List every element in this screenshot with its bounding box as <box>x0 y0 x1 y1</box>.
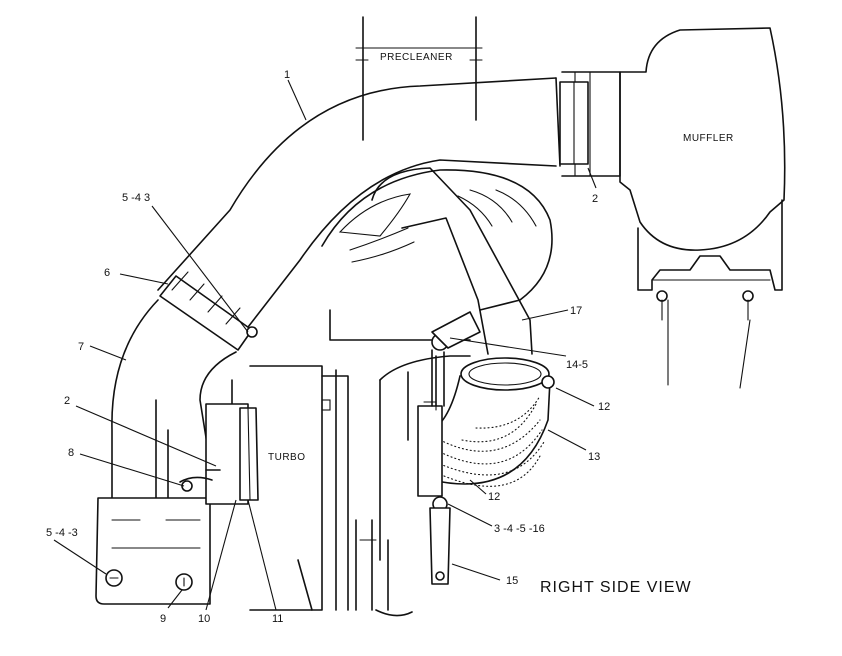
callout-7: 7 <box>78 341 84 353</box>
support-bracket <box>417 311 481 585</box>
turbo-label: TURBO <box>268 452 306 463</box>
callout-13: 13 <box>588 451 600 463</box>
callouts: 1 2 5 -4 3 6 7 17 14-5 12 2 8 13 12 3 -4… <box>46 69 610 625</box>
callout-8: 8 <box>68 447 74 459</box>
precleaner-label: PRECLEANER <box>380 52 453 63</box>
exhaust-elbow-13 <box>379 355 555 561</box>
callout-6: 6 <box>104 267 110 279</box>
callout-12-lower: 12 <box>488 491 500 503</box>
callout-5-4-3-upper: 5 -4 3 <box>122 192 150 204</box>
elbow-stipple <box>439 395 545 487</box>
exhaust-elbow-tube <box>157 77 589 341</box>
callout-2-muffler: 2 <box>592 193 598 205</box>
callout-10: 10 <box>198 613 210 625</box>
callout-11: 11 <box>272 613 283 625</box>
clamp-6 <box>159 271 258 351</box>
callout-12-upper: 12 <box>598 401 610 413</box>
callout-17: 17 <box>570 305 582 317</box>
callout-1: 1 <box>284 69 290 81</box>
callout-15: 15 <box>506 575 518 587</box>
view-title: RIGHT SIDE VIEW <box>540 579 692 596</box>
callout-9: 9 <box>160 613 166 625</box>
muffler: MUFFLER <box>561 27 786 389</box>
muffler-label: MUFFLER <box>683 133 734 144</box>
precleaner: PRECLEANER <box>355 16 483 141</box>
turbine-wheel-housing <box>321 169 553 341</box>
callout-5-4-3-lower: 5 -4 -3 <box>46 527 78 539</box>
outlet-pipe <box>371 167 533 355</box>
turbocharger: TURBO <box>179 365 349 611</box>
lower-structure <box>297 369 413 617</box>
callout-2-turbo: 2 <box>64 395 70 407</box>
callout-3-4-5-16: 3 -4 -5 -16 <box>494 523 545 535</box>
leader-lines <box>53 79 597 611</box>
callout-14-5: 14-5 <box>566 359 588 371</box>
mounting-flange <box>95 497 211 605</box>
